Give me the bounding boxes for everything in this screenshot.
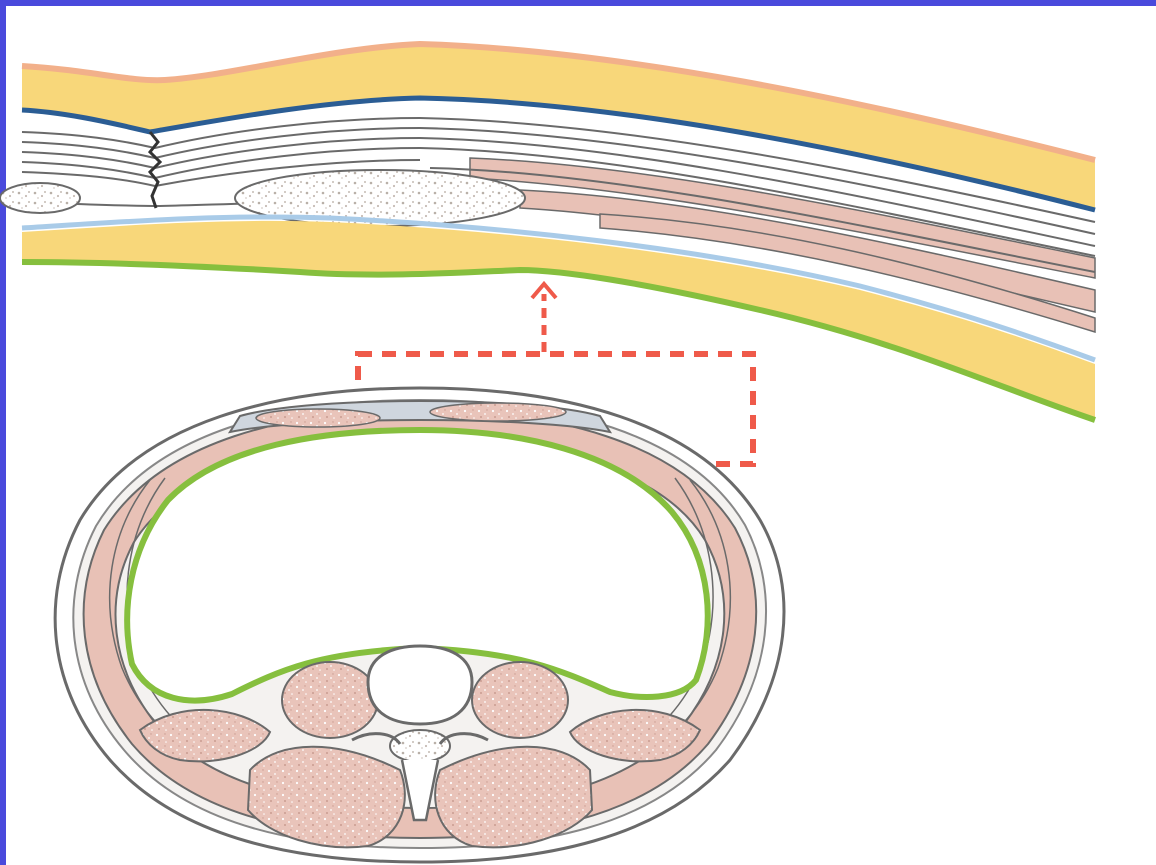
spinal-canal xyxy=(390,730,450,762)
transverse-section xyxy=(55,388,784,862)
enlarged-wall-panel xyxy=(0,44,1095,420)
left-rectus-muscle xyxy=(256,409,380,427)
right-psoas-muscle xyxy=(472,662,568,738)
vertebral-body xyxy=(368,646,472,724)
right-rectus-muscle xyxy=(430,403,566,421)
left-psoas-muscle xyxy=(282,662,378,738)
linea-alba-mark xyxy=(150,132,160,208)
preperitoneal-fat-layer xyxy=(22,221,1095,420)
left-bundle-oval xyxy=(0,183,80,213)
